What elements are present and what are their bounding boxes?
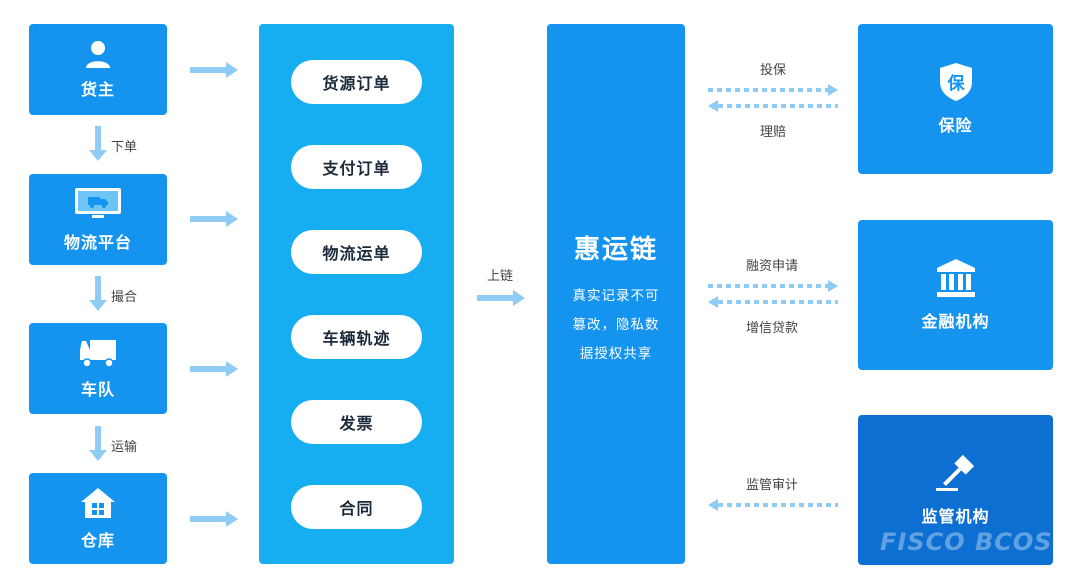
insurance-label: 保险 (938, 116, 973, 135)
bank-icon (936, 259, 975, 297)
insure-label: 投保 (760, 63, 787, 78)
chain-node: 惠运链 真实记录不可 篡改，隐私数 据授权共享 (547, 24, 685, 564)
regulator-node: 监管机构 (858, 415, 1053, 565)
upload-label: 上链 (487, 269, 514, 284)
data-item-pill: 货源订单 (291, 60, 422, 104)
shield-icon-text: 保 (946, 73, 965, 94)
cargo-owner-node: 货主 (29, 24, 167, 115)
match-link-label: 撮合 (111, 290, 138, 305)
logistics-platform-node: 物流平台 (29, 174, 167, 265)
data-item-pill: 支付订单 (291, 145, 422, 189)
chain-description: 真实记录不可 篡改，隐私数 据授权共享 (561, 282, 671, 369)
order-link-label: 下单 (111, 140, 138, 155)
finance-node: 金融机构 (858, 220, 1053, 370)
monitor-truck-icon (75, 187, 121, 218)
logistics-platform-label: 物流平台 (63, 232, 132, 252)
dashed-arrow-right-icon (708, 84, 838, 96)
down-arrow-icon (89, 426, 107, 461)
dashed-arrow-left-icon (708, 100, 838, 112)
dashed-arrow-left-icon (708, 296, 838, 308)
data-item-pill: 物流运单 (291, 230, 422, 274)
fleet-node: 车队 (29, 323, 167, 414)
fisco-bcos-watermark: FISCO BCOS (880, 528, 1053, 556)
transport-link-label: 运输 (111, 440, 138, 455)
truck-icon (80, 339, 116, 368)
right-arrow-icon (190, 211, 238, 227)
financing-request-label: 融资申请 (746, 259, 799, 274)
right-arrow-icon (477, 290, 525, 306)
chain-desc-line: 真实记录不可 (572, 288, 660, 304)
shield-icon: 保 (939, 63, 972, 101)
gavel-icon (935, 454, 974, 491)
claim-label: 理赔 (760, 125, 787, 140)
regulator-label: 监管机构 (921, 507, 990, 526)
dashed-arrow-left-icon (708, 499, 838, 511)
warehouse-node: 仓库 (29, 473, 167, 564)
data-items-panel (259, 24, 454, 564)
data-item-pill: 合同 (291, 485, 422, 529)
right-arrow-icon (190, 511, 238, 527)
credit-loan-label: 增信贷款 (746, 321, 799, 336)
finance-label: 金融机构 (921, 312, 990, 331)
insurance-node: 保 保险 (858, 24, 1053, 174)
data-item-pill: 发票 (291, 400, 422, 444)
cargo-owner-label: 货主 (80, 79, 115, 99)
chain-desc-line: 据授权共享 (579, 346, 653, 362)
house-icon (81, 487, 115, 518)
down-arrow-icon (89, 126, 107, 161)
right-arrow-icon (190, 361, 238, 377)
down-arrow-icon (89, 276, 107, 311)
warehouse-label: 仓库 (80, 530, 115, 550)
dashed-arrow-right-icon (708, 280, 838, 292)
chain-title: 惠运链 (573, 235, 658, 265)
fleet-label: 车队 (80, 379, 115, 399)
chain-desc-line: 篡改，隐私数 (572, 317, 660, 333)
person-icon (86, 40, 110, 68)
data-item-pill: 车辆轨迹 (291, 315, 422, 359)
audit-label: 监管审计 (746, 478, 799, 493)
right-arrow-icon (190, 62, 238, 78)
